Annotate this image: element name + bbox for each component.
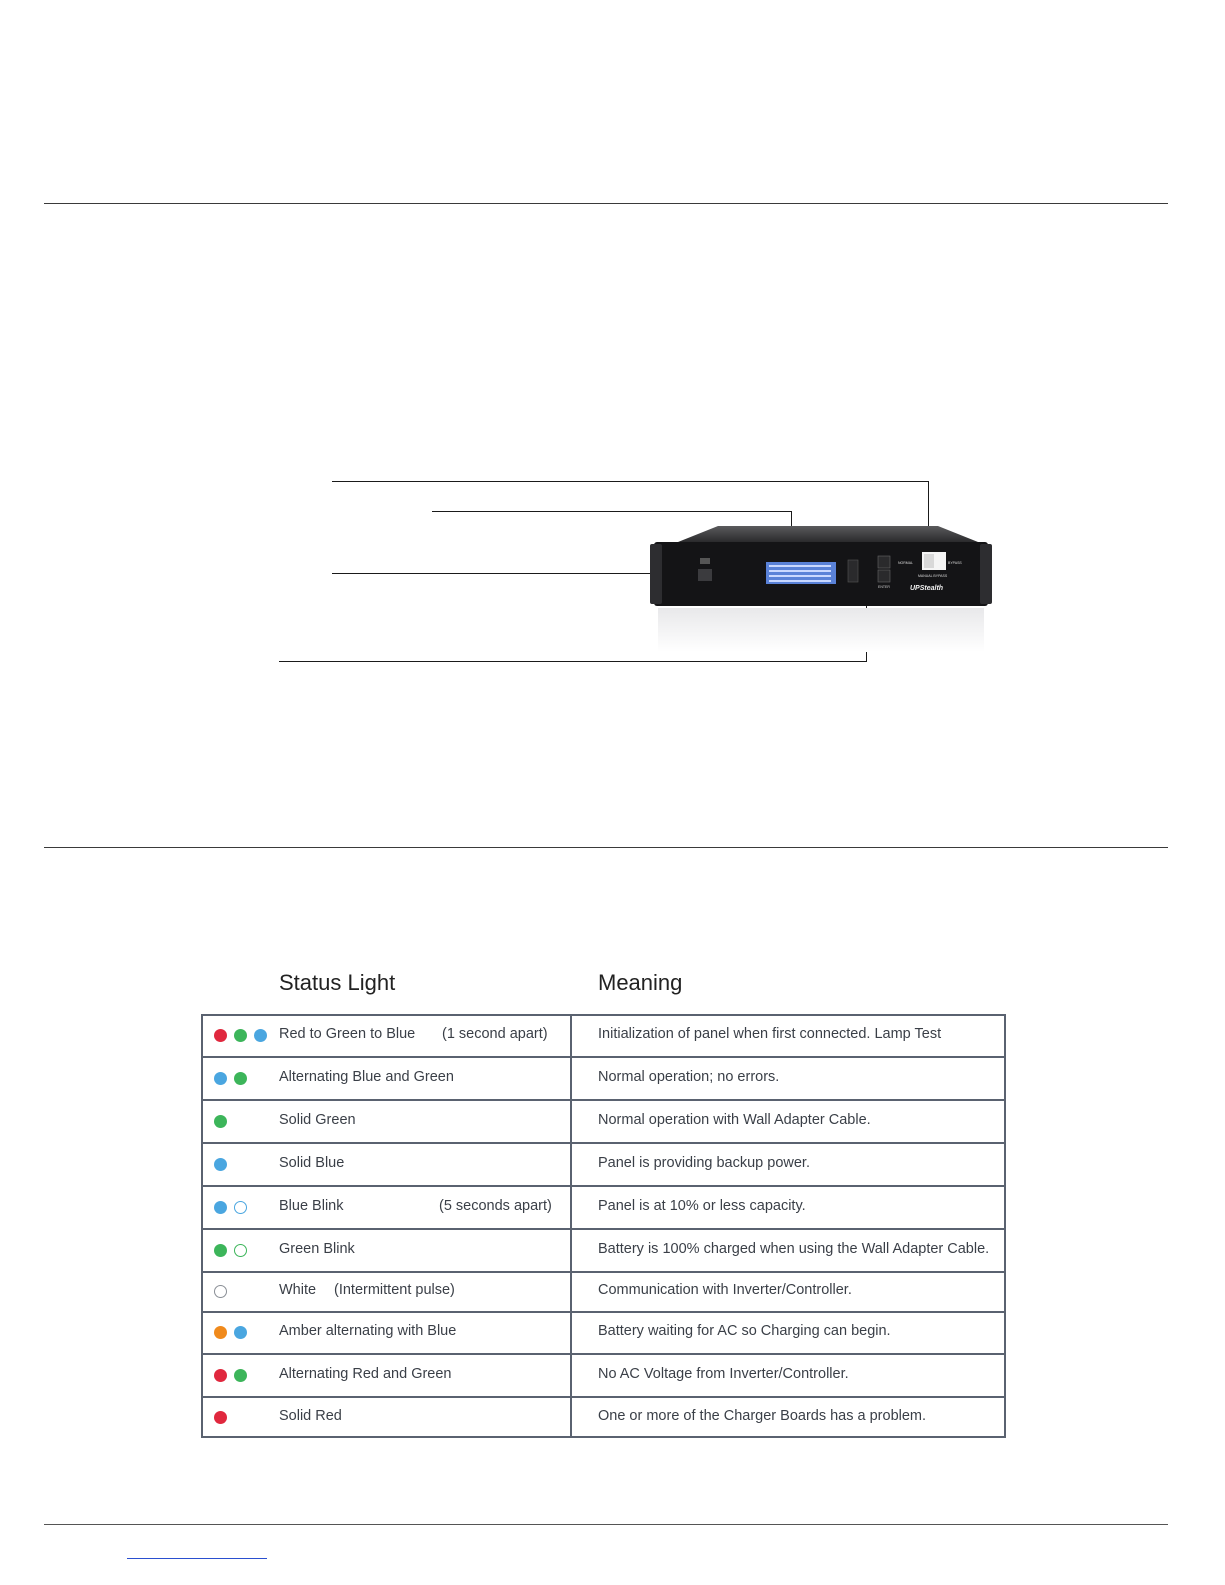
brand-logo: UPStealth xyxy=(910,585,943,592)
status-note: (5 seconds apart) xyxy=(439,1198,552,1214)
amber-dot xyxy=(214,1326,227,1339)
meaning-header: Meaning xyxy=(598,970,683,995)
enter-label: ENTER xyxy=(878,585,890,589)
meaning-label: Normal operation; no errors. xyxy=(598,1069,780,1085)
status-dots xyxy=(214,1072,247,1086)
row-divider xyxy=(201,1185,1006,1187)
status-label: Alternating Red and Green xyxy=(279,1366,452,1382)
meaning-label: One or more of the Charger Boards has a … xyxy=(598,1408,927,1424)
meaning-label: Battery is 100% charged when using the W… xyxy=(598,1241,990,1257)
table-row: Amber alternating with Blue Battery waiti… xyxy=(201,1312,1006,1355)
white-blink-dot xyxy=(214,1285,227,1298)
meaning-label: Initialization of panel when first conne… xyxy=(598,1026,942,1042)
status-label: Blue Blink xyxy=(279,1198,344,1214)
table-row: Red to Green to Blue (1 second apart) Init… xyxy=(201,1014,1006,1058)
meaning-label: Panel is at 10% or less capacity. xyxy=(598,1198,806,1214)
red-dot xyxy=(214,1411,227,1424)
column-divider xyxy=(570,1014,572,1438)
table-row: Solid Red One or more of the Charger Boar… xyxy=(201,1397,1006,1438)
green-dot xyxy=(214,1244,227,1257)
status-dots xyxy=(214,1244,247,1258)
table-row: Alternating Blue and Green Normal operati… xyxy=(201,1057,1006,1101)
status-dots xyxy=(214,1158,227,1172)
status-dots xyxy=(214,1115,227,1129)
status-dots xyxy=(214,1326,247,1340)
meaning-label: Panel is providing backup power. xyxy=(598,1155,810,1171)
status-note: (1 second apart) xyxy=(442,1026,548,1042)
status-dots xyxy=(214,1285,227,1299)
status-label: Solid Red xyxy=(279,1408,342,1424)
table-row: Solid Green Normal operation with Wall Ad… xyxy=(201,1100,1006,1144)
meaning-label: Communication with Inverter/Controller. xyxy=(598,1282,852,1298)
status-label: White xyxy=(279,1282,317,1298)
status-label: Alternating Blue and Green xyxy=(279,1069,454,1085)
status-label: Amber alternating with Blue xyxy=(279,1323,457,1339)
meaning-label: No AC Voltage from Inverter/Controller. xyxy=(598,1366,849,1382)
svg-text:MANUAL BYPASS: MANUAL BYPASS xyxy=(918,574,948,578)
status-dots xyxy=(214,1029,267,1043)
row-divider xyxy=(201,1228,1006,1230)
red-dot xyxy=(214,1369,227,1382)
status-label: Solid Green xyxy=(279,1112,356,1128)
blue-dot xyxy=(254,1029,267,1042)
blue-dot xyxy=(214,1072,227,1085)
meaning-label: Battery waiting for AC so Charging can b… xyxy=(598,1323,891,1339)
svg-text:BYPASS: BYPASS xyxy=(948,561,962,565)
top-divider xyxy=(44,203,1168,204)
green-dot xyxy=(214,1115,227,1128)
green-dot xyxy=(234,1369,247,1382)
status-dots xyxy=(214,1411,227,1425)
row-divider xyxy=(201,1056,1006,1058)
row-divider xyxy=(201,1353,1006,1355)
table-row: White (Intermittent pulse) Communication w… xyxy=(201,1272,1006,1313)
ups-device-illustration: ENTER NORMAL BYPASS MANUAL BYPASS UPStea… xyxy=(650,526,992,652)
status-label: Red to Green to Blue xyxy=(279,1026,416,1042)
blue-blink-dot xyxy=(234,1201,247,1214)
status-table xyxy=(201,1014,1006,1438)
green-blink-dot xyxy=(234,1244,247,1257)
footer-link-underline[interactable] xyxy=(127,1558,267,1559)
blue-dot xyxy=(214,1158,227,1171)
red-dot xyxy=(214,1029,227,1042)
bottom-divider xyxy=(44,1524,1168,1525)
row-divider xyxy=(201,1311,1006,1313)
lcd-screen xyxy=(766,562,836,584)
row-divider xyxy=(201,1099,1006,1101)
status-label: Green Blink xyxy=(279,1241,355,1257)
table-row: Green Blink Battery is 100% charged when … xyxy=(201,1229,1006,1273)
meaning-label: Normal operation with Wall Adapter Cable… xyxy=(598,1112,871,1128)
table-row: Blue Blink (5 seconds apart) Panel is at 1… xyxy=(201,1186,1006,1230)
status-dots xyxy=(214,1369,247,1383)
row-divider xyxy=(201,1142,1006,1144)
green-dot xyxy=(234,1029,247,1042)
status-note: (Intermittent pulse) xyxy=(334,1282,455,1298)
table-row: Solid Blue Panel is providing backup powe… xyxy=(201,1143,1006,1187)
status-dots xyxy=(214,1201,247,1215)
status-label: Solid Blue xyxy=(279,1155,345,1171)
row-divider xyxy=(201,1271,1006,1273)
status-light-header: Status Light xyxy=(279,970,396,995)
svg-text:NORMAL: NORMAL xyxy=(898,561,913,565)
green-dot xyxy=(234,1072,247,1085)
blue-dot xyxy=(214,1201,227,1214)
middle-divider xyxy=(44,847,1168,848)
row-divider xyxy=(201,1396,1006,1398)
blue-dot xyxy=(234,1326,247,1339)
table-row: Alternating Red and Green No AC Voltage f… xyxy=(201,1354,1006,1398)
